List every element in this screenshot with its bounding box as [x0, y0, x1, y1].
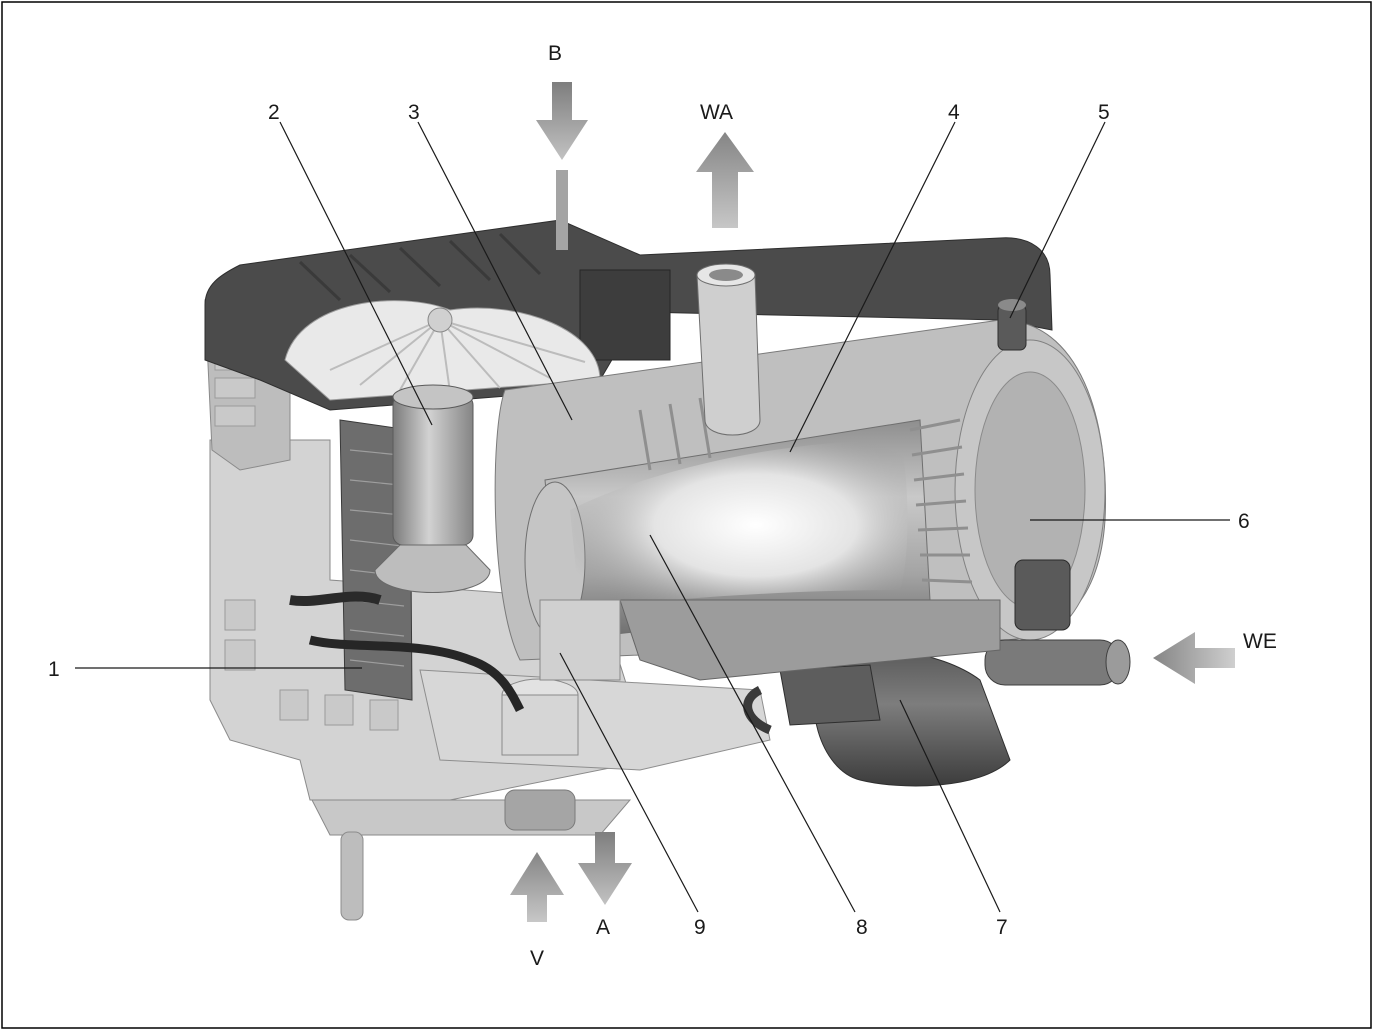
callout-9: 9 [694, 916, 706, 939]
callout-6: 6 [1238, 510, 1250, 533]
leader-3 [417, 121, 573, 421]
overheat-sensor [997, 304, 1027, 351]
callout-labels: 1 2 3 4 5 6 7 8 9 B WA WE V A [48, 42, 1277, 970]
pump-bracket [779, 664, 881, 726]
water-outlet-pipe [696, 274, 761, 436]
arrow-we-water-inlet [1153, 632, 1235, 684]
exchanger-fins [638, 397, 973, 608]
callout-1: 1 [48, 658, 60, 681]
flow-arrows [510, 82, 1235, 922]
wiring [308, 635, 525, 713]
flow-label-we: WE [1243, 630, 1277, 653]
leader-lines [75, 121, 1230, 913]
flow-label-wa: WA [700, 101, 733, 124]
mounting-stud [340, 831, 364, 921]
exhaust-pipe-stub [504, 789, 576, 831]
leader-8 [649, 534, 856, 913]
temperature-sensor [1014, 559, 1071, 631]
heater-lower-frame [619, 599, 1001, 681]
arrow-wa-water-outlet [696, 132, 754, 228]
flame [570, 440, 908, 610]
flow-label-b: B [548, 42, 562, 65]
fuel-nozzle-block [539, 599, 621, 681]
heater-illustration [204, 219, 1131, 921]
leader-4 [789, 121, 956, 453]
callout-3: 3 [408, 101, 420, 124]
callout-8: 8 [856, 916, 868, 939]
callout-4: 4 [948, 101, 960, 124]
housing-ribs [214, 349, 399, 731]
leader-5 [1009, 121, 1106, 319]
leader-2 [279, 121, 433, 426]
base-plate [311, 799, 632, 836]
callout-5: 5 [1098, 101, 1110, 124]
leader-7 [899, 699, 1001, 913]
callout-2: 2 [268, 101, 280, 124]
combustion-air-fan [284, 300, 601, 401]
top-cover-ribs [298, 232, 542, 302]
motor-bell [374, 544, 491, 593]
flow-label-v: V [530, 947, 544, 970]
callout-7: 7 [996, 916, 1008, 939]
water-inlet-pipe [984, 639, 1121, 686]
base-tray [419, 669, 771, 771]
arrow-b-combustion-air [536, 82, 588, 160]
air-inlet-block [579, 269, 671, 361]
leader-9 [559, 652, 699, 913]
arrow-v-fuel-inlet [510, 852, 564, 922]
electric-motor [392, 394, 474, 546]
arrow-a-exhaust [578, 832, 632, 905]
flow-label-a: A [596, 916, 610, 939]
